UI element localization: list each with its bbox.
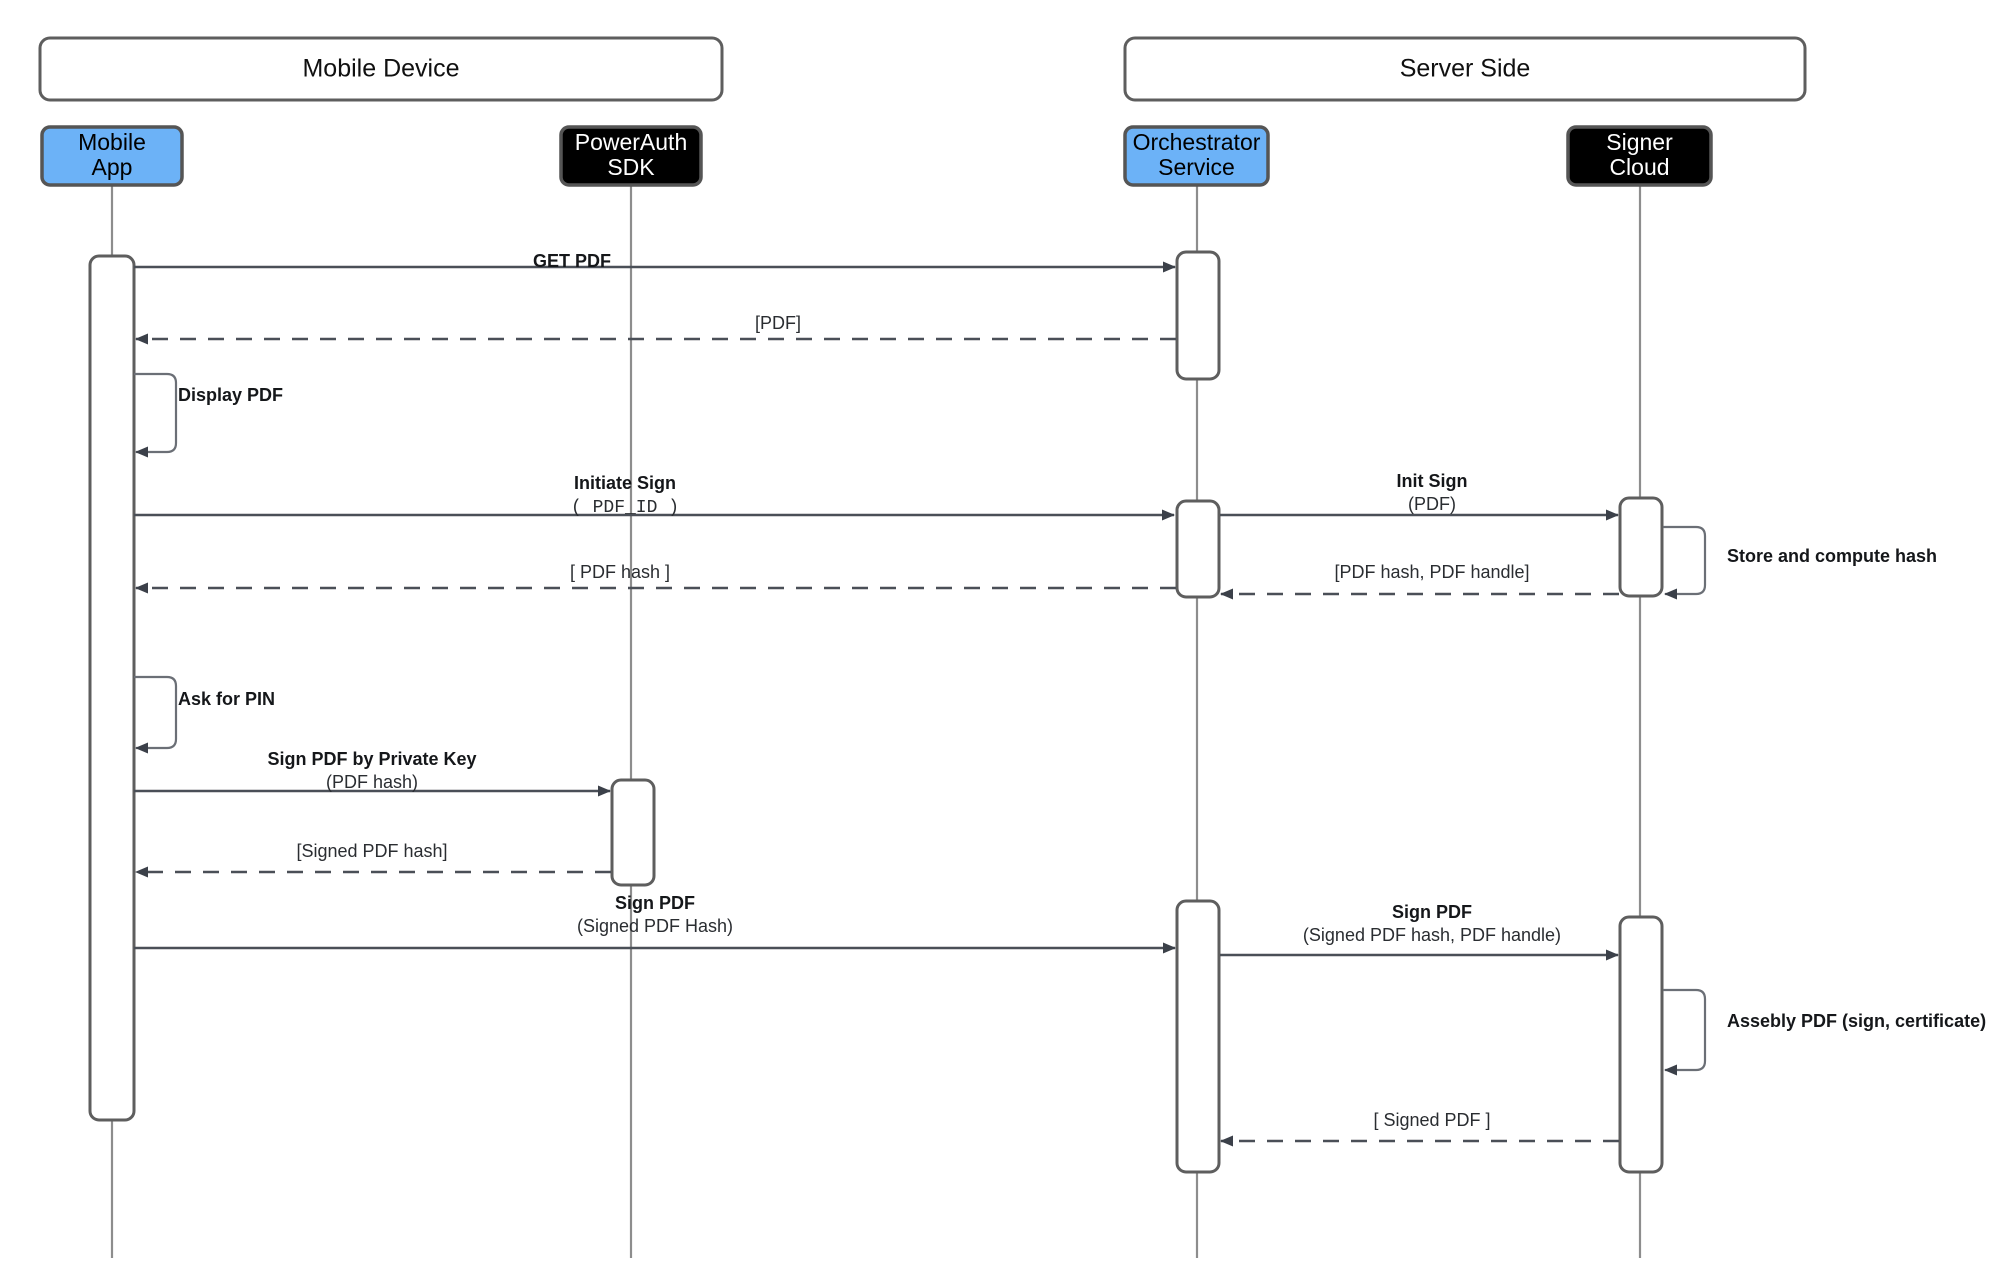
self-message-label: Ask for PIN [178,689,275,709]
message-label-secondary: (PDF) [1408,494,1456,514]
message-label-secondary: (Signed PDF Hash) [577,916,733,936]
actor-label-line1: Signer [1606,129,1673,155]
self-message-label: Store and compute hash [1727,546,1937,566]
actor-box[interactable] [1566,125,1713,187]
message-label-primary: Init Sign [1397,471,1468,491]
message-label-primary: Sign PDF [615,893,695,913]
group-frame-box [1123,36,1807,102]
self-message-self-store-compute-hash: Store and compute hash [1663,525,1937,600]
message-msg-pdf-hash-to-app: [ PDF hash ] [135,562,1176,594]
actor-label-line1: Orchestrator [1133,129,1261,155]
activation-bar-orchestrator-service [1175,899,1221,1174]
activation-bar-orchestrator-service [1175,250,1221,381]
messages: GET PDF [PDF] Initiate Sign ( PDF_ID ) Init … [134,251,1619,1147]
group-frame-box [38,36,724,102]
message-msg-get-pdf: GET PDF [134,251,1176,273]
self-message-self-assembly-pdf: Assebly PDF (sign, certificate) [1663,988,1986,1076]
message-msg-pdf-hash-handle: [PDF hash, PDF handle] [1220,562,1619,600]
self-message-loop [1663,988,1707,1076]
message-label-secondary: [PDF] [755,313,801,333]
actor-label-line2: Service [1158,154,1235,180]
group-frame-label: Mobile Device [302,55,459,83]
message-label-primary: Sign PDF [1392,902,1472,922]
self-message-loop [134,372,178,458]
activation-bar-powerauth-sdk [610,778,656,887]
message-msg-pdf-return: [PDF] [135,313,1176,345]
activation-bar-orchestrator-service [1175,499,1221,599]
message-msg-signed-pdf-final: [ Signed PDF ] [1220,1110,1619,1147]
lifelines [110,185,1642,1258]
message-msg-sign-pdf-private-key: Sign PDF by Private Key (PDF hash) [134,749,611,797]
actor-label-line1: PowerAuth [575,129,688,155]
self-message-label: Assebly PDF (sign, certificate) [1727,1011,1986,1031]
message-msg-signed-pdf-hash: [Signed PDF hash] [135,841,611,878]
actor-box[interactable] [559,125,703,187]
group-frame-mobile-device: Mobile Device [38,36,724,102]
message-label-secondary: (PDF hash) [326,772,418,792]
message-msg-initiate-sign: Initiate Sign ( PDF_ID ) [134,473,1175,521]
actor-label-line2: App [92,154,133,180]
message-label-primary: Sign PDF by Private Key [267,749,476,769]
message-msg-init-sign: Init Sign (PDF) [1220,471,1619,521]
actor-box[interactable] [40,125,184,187]
activation-bars [88,250,1664,1174]
message-label-secondary: [ Signed PDF ] [1373,1110,1490,1130]
actor-label-line2: Cloud [1609,154,1669,180]
message-label-secondary: [ PDF hash ] [570,562,670,582]
message-label-secondary: [Signed PDF hash] [296,841,447,861]
self-message-loop [1663,525,1707,600]
message-msg-sign-pdf-orch: Sign PDF (Signed PDF Hash) [134,893,1176,954]
activation-bar-mobile-app [88,254,136,1122]
message-label-primary: GET PDF [533,251,611,271]
self-message-self-display-pdf: Display PDF [134,372,283,458]
message-label-secondary: [PDF hash, PDF handle] [1334,562,1529,582]
actor-box[interactable] [1123,125,1270,187]
self-message-label: Display PDF [178,385,283,405]
message-msg-sign-pdf-signer: Sign PDF (Signed PDF hash, PDF handle) [1220,902,1619,961]
group-frame-label: Server Side [1400,55,1531,83]
activation-bar-signer-cloud [1618,915,1664,1174]
self-message-loop [134,675,178,754]
group-frames: Mobile Device Server Side [38,36,1807,102]
activation-bar-signer-cloud [1618,496,1664,598]
message-label-primary: Initiate Sign [574,473,676,493]
self-message-self-ask-for-pin: Ask for PIN [134,675,275,754]
group-frame-server-side: Server Side [1123,36,1807,102]
actor-label-line2: SDK [607,154,655,180]
actor-label-line1: Mobile [78,129,146,155]
message-label-secondary: ( PDF_ID ) [571,498,679,518]
message-label-secondary: (Signed PDF hash, PDF handle) [1303,925,1561,945]
